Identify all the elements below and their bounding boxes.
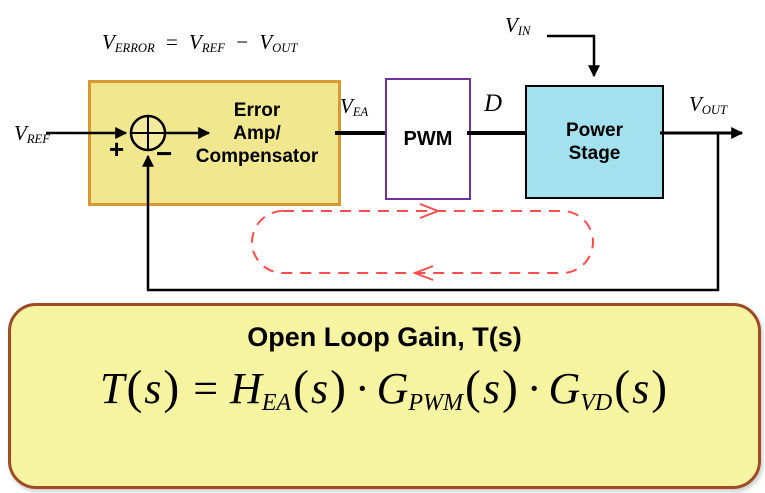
eq-vref-sub: REF (201, 41, 225, 56)
vin-label: VIN (505, 13, 531, 39)
error-amp-block (88, 80, 341, 206)
error-amp-label-line2: Amp/ (233, 123, 281, 144)
power-stage-block: Power Stage (525, 85, 664, 199)
eq-Gpwm-sub: PWM (408, 390, 464, 416)
open-loop-gain-equation: T(s)=HEA(s)·GPWM(s)·GVD(s) (99, 362, 668, 416)
duty-cycle-label: D (484, 90, 503, 117)
vout-label: VOUT (689, 92, 728, 118)
error-amp-label-line1: Error (233, 100, 281, 121)
eq-T: T (99, 364, 125, 413)
sum-minus-sign: − (156, 138, 173, 169)
open-loop-gain-callout: Open Loop Gain, T(s) T(s)=HEA(s)·GPWM(s)… (8, 303, 761, 489)
eq-verror-base: V (102, 30, 115, 54)
error-amp-label-line3: Compensator (195, 146, 319, 167)
eq-Gvd: G (548, 364, 581, 413)
eq-verror-sub: ERROR (114, 41, 155, 56)
eq-vout-sub: OUT (272, 41, 298, 56)
vea-label: VEA (340, 94, 369, 120)
summing-junction-cross-icon (131, 116, 165, 150)
loop-arrow-left-icon (412, 265, 434, 281)
error-amp-label: Error Amp/ Compensator (182, 99, 332, 168)
power-stage-label-line2: Stage (568, 143, 621, 164)
loop-direction-icon (251, 210, 594, 274)
eq-Gpwm: G (376, 364, 409, 413)
feedback-wire (142, 134, 720, 292)
error-voltage-equation: VERROR = VREF − VOUT (102, 30, 297, 56)
eq-dot-2: · (526, 364, 542, 413)
eq-dot-1: · (354, 364, 370, 413)
eq-vout-base: V (259, 30, 273, 54)
loop-arrow-right-icon (419, 203, 441, 219)
pwm-block: PWM (385, 78, 471, 200)
pwm-label: PWM (403, 127, 453, 150)
eq-H-sub: EA (261, 390, 292, 416)
power-stage-label-line1: Power (565, 120, 624, 141)
vref-label: VREF (14, 121, 50, 147)
vin-wire (547, 34, 600, 78)
sum-plus-sign: + (109, 134, 125, 164)
callout-title: Open Loop Gain, T(s) (247, 322, 522, 352)
eq-minus: − (236, 30, 249, 54)
eq-H: H (230, 364, 262, 413)
eq-Gvd-sub: VD (580, 390, 613, 416)
eq-main-equals: = (193, 364, 219, 413)
eq-vref-base: V (189, 30, 202, 54)
eq-equals: = (165, 30, 178, 54)
